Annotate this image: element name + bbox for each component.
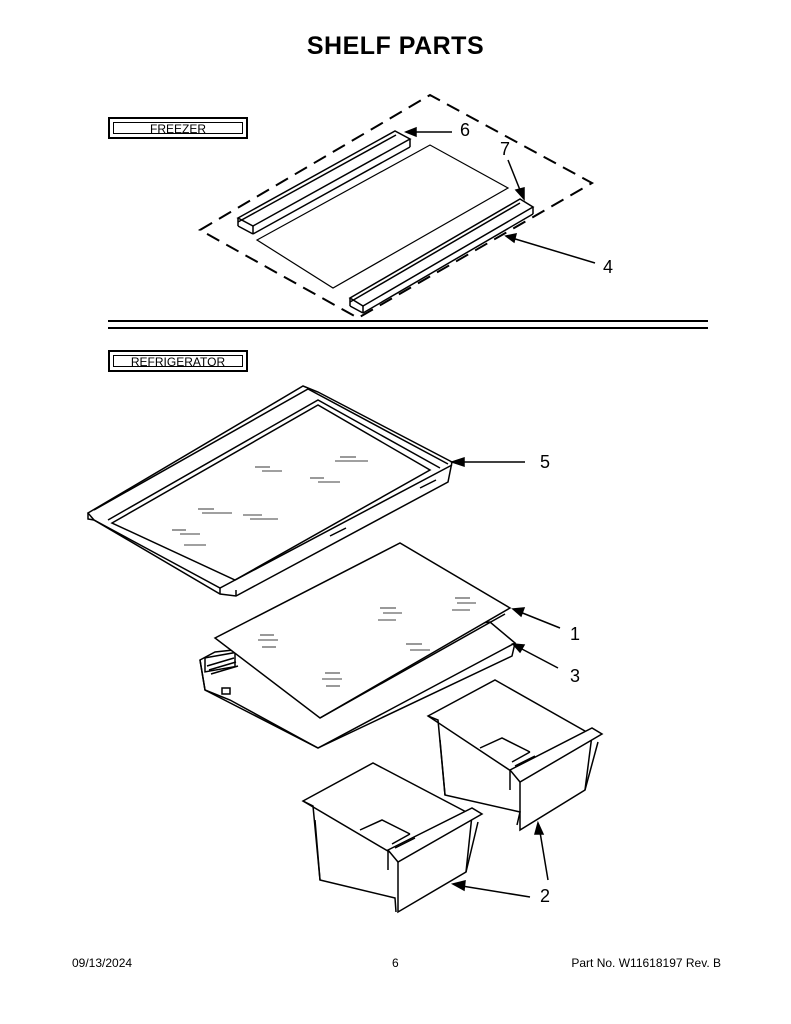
footer-page-number: 6: [392, 956, 399, 970]
leader-2-right: [539, 831, 549, 881]
freezer-dashed-outline: [197, 93, 595, 320]
callout-4: 4: [603, 257, 614, 277]
callout-3: 3: [570, 666, 581, 686]
page-title: SHELF PARTS: [306, 32, 485, 60]
leader-4: [511, 237, 596, 264]
leader-3: [519, 647, 559, 669]
leader-1: [519, 611, 561, 629]
footer-date: 09/13/2024: [72, 956, 133, 970]
callout-5: 5: [540, 452, 551, 472]
crisper-drawer-left: [301, 762, 549, 914]
callout-7: 7: [500, 139, 511, 159]
freezer-label-text: FREEZER: [149, 122, 206, 136]
freezer-glass-shelf: [255, 144, 510, 289]
freezer-front-trim: [348, 198, 535, 314]
refrigerator-section-label: REFRIGERATOR: [108, 350, 248, 372]
freezer-section-label: FREEZER: [108, 117, 248, 139]
callout-6: 6: [460, 120, 471, 140]
freezer-back-trim: [236, 130, 412, 235]
leader-2-left: [461, 885, 531, 898]
crisper-drawer-right: [426, 679, 604, 832]
refrigerator-framed-shelf: [86, 385, 525, 597]
crisper-glass-and-cover: [199, 542, 561, 749]
callout-2: 2: [540, 886, 551, 906]
refrigerator-label-text: REFRIGERATOR: [130, 355, 226, 369]
footer-part-number: Part No. W11618197 Rev. B: [571, 956, 721, 970]
freezer-shelf-assembly: [197, 93, 596, 320]
callout-1: 1: [570, 624, 581, 644]
